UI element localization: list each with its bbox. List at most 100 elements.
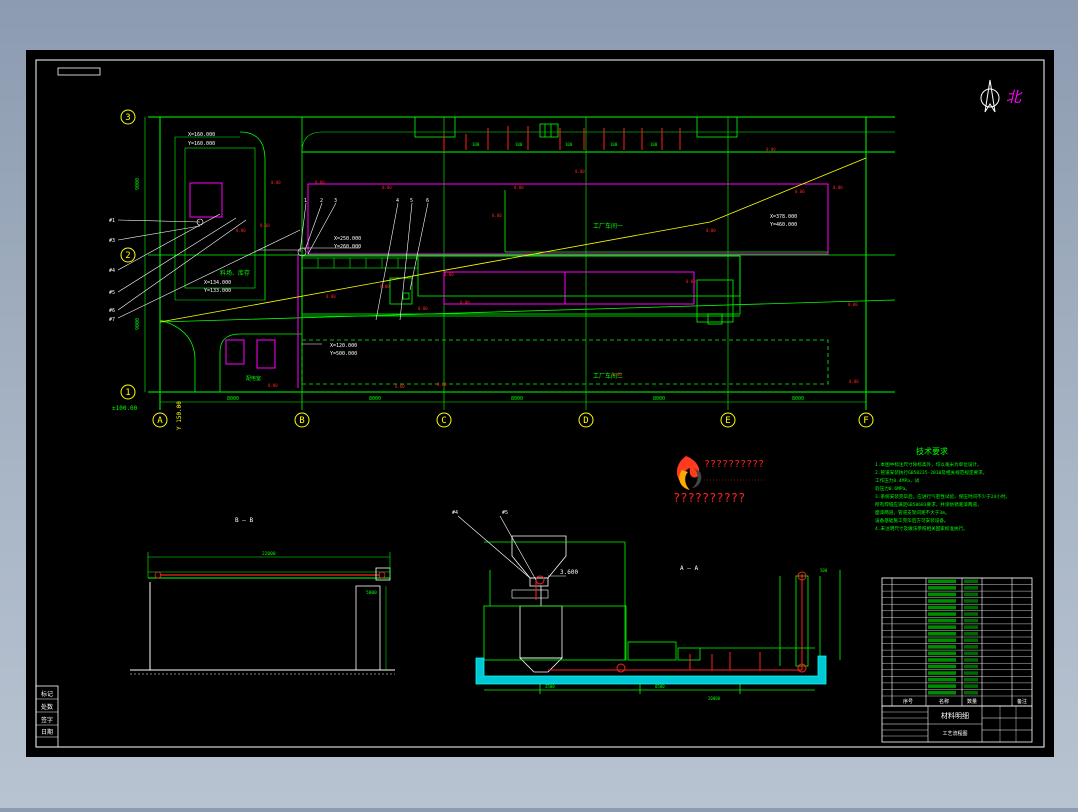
svg-text:9000: 9000	[135, 318, 141, 330]
elevation-side-label: Y 150.00	[176, 401, 183, 430]
bom-row-qty	[964, 605, 978, 610]
svg-text:100: 100	[565, 142, 573, 147]
svg-text:0.00: 0.00	[492, 213, 502, 218]
svg-text:0.00: 0.00	[833, 185, 843, 190]
tech-requirements: 技术要求 1.本图中标注尺寸除标高外，均以毫米为单位设计。 2.管道安装执行GB…	[875, 446, 1010, 532]
bom-row-qty	[964, 645, 978, 649]
svg-text:#5: #5	[502, 510, 508, 516]
bom-row-qty	[964, 638, 978, 643]
svg-text:500: 500	[820, 568, 828, 573]
bom-row-text	[928, 586, 956, 590]
tech-line-6: 所有焊缝应满足GB50683要求，并涂防锈底漆两道，	[875, 501, 982, 508]
svg-text:0.00: 0.00	[460, 300, 470, 305]
svg-text:0.00: 0.00	[575, 169, 585, 174]
section-a-view: A — A	[452, 510, 841, 701]
svg-text:0.00: 0.00	[382, 185, 392, 190]
tech-line-5: 3.系统安装完毕后，应进行气密性试验，保压时间不少于24小时。	[875, 493, 1010, 500]
section-b-view: B — B 22000 5000	[130, 517, 395, 675]
storage-label: 料场、库存	[220, 269, 250, 277]
bom-row-qty	[964, 579, 978, 584]
bom-row-text	[928, 618, 956, 623]
svg-text:20000: 20000	[708, 696, 721, 701]
svg-text:8000: 8000	[369, 396, 381, 402]
tech-line-4: 验压力0.6MPa。	[875, 485, 910, 492]
outer-border	[35, 59, 1045, 748]
callout-mid-2: 2	[320, 198, 323, 204]
tech-title: 技术要求	[916, 446, 948, 456]
coord-low-y: Y=500.000	[330, 351, 357, 357]
bom-row-text	[928, 631, 956, 636]
bom-row-text	[928, 592, 956, 597]
bom-row-text	[928, 579, 956, 584]
svg-text:22000: 22000	[262, 551, 276, 557]
svg-text:100: 100	[515, 142, 523, 147]
svg-text:0.00: 0.00	[766, 147, 776, 152]
callout-3: #3	[109, 238, 115, 244]
strip-label-4: 日期	[41, 728, 53, 736]
strip-label-3: 签字	[41, 716, 53, 724]
svg-text:100: 100	[650, 142, 658, 147]
bom-row-text	[928, 599, 956, 603]
svg-text:0.00: 0.00	[706, 228, 716, 233]
tech-line-7: 面漆两道，管道支架间距不大于3m。	[875, 509, 949, 516]
coord-left-y: Y=133.000	[204, 288, 231, 294]
bom-row-qty	[964, 690, 978, 695]
bom-row-qty	[964, 651, 978, 656]
svg-text:8000: 8000	[653, 396, 665, 402]
callout-mid-4: 4	[396, 198, 399, 204]
svg-text:9000: 9000	[135, 178, 141, 190]
svg-text:0.00: 0.00	[795, 189, 805, 194]
svg-text:0.00: 0.00	[380, 284, 390, 289]
svg-text:0.00: 0.00	[444, 272, 454, 277]
callout-mid-3: 3	[334, 198, 337, 204]
bom-row-text	[928, 671, 956, 675]
coord-left-x: X=134.000	[204, 280, 231, 286]
bom-row-text	[928, 651, 956, 656]
logo-subtitle: ??????????	[673, 491, 745, 505]
svg-text:0.00: 0.00	[268, 383, 278, 388]
site-plan: 8000 8000 8000 8000 8000 9000 9000	[109, 109, 896, 430]
svg-text:#4: #4	[452, 510, 458, 516]
callout-6: #6	[109, 308, 115, 314]
coord-mid-y: Y=260.000	[334, 244, 361, 250]
tech-line-9: 4.未注明尺寸及做法参照相关国家标准执行。	[875, 525, 968, 532]
bom-row-text	[928, 605, 956, 610]
svg-text:100: 100	[610, 142, 618, 147]
section-a-elevation: 3.600	[560, 569, 578, 576]
section-a-label: A — A	[680, 565, 698, 572]
drawing-name: 工艺流程图	[942, 730, 967, 737]
svg-text:0.00: 0.00	[271, 180, 281, 185]
coord-mid-x: X=250.000	[334, 236, 361, 242]
callout-mid-1: 1	[304, 198, 307, 204]
svg-text:100: 100	[472, 142, 480, 147]
svg-text:3500: 3500	[545, 684, 555, 689]
svg-text:0.00: 0.00	[418, 306, 428, 311]
svg-text:8000: 8000	[792, 396, 804, 402]
grid-col-a: A	[157, 416, 163, 426]
bom-table: 序号 名称 数量 备注	[881, 577, 1033, 707]
bom-header-qty: 数量	[967, 698, 977, 705]
svg-text:0.00: 0.00	[514, 185, 524, 190]
drawing-sheet	[26, 50, 1054, 757]
svg-text:8000: 8000	[511, 396, 523, 402]
svg-text:0.00: 0.00	[686, 279, 696, 284]
workshop-two-label: 工厂车间二	[593, 372, 623, 380]
callout-mid-5: 5	[410, 198, 413, 204]
grid-col-b: B	[299, 416, 304, 426]
tech-line-1: 1.本图中标注尺寸除标高外，均以毫米为单位设计。	[875, 461, 982, 468]
bom-row-qty	[964, 586, 978, 590]
grid-col-e: E	[725, 416, 730, 426]
bom-row-qty	[964, 684, 978, 688]
north-arrow-icon: 北	[980, 79, 1023, 113]
callout-4: #4	[109, 268, 115, 274]
svg-text:0.00: 0.00	[612, 372, 622, 377]
grid-col-c: C	[441, 416, 446, 426]
bom-row-text	[928, 638, 956, 643]
bom-header-note: 备注	[1017, 698, 1027, 705]
bom-header-name: 名称	[939, 698, 949, 705]
svg-text:0.00: 0.00	[848, 302, 858, 307]
bom-row-qty	[964, 612, 978, 616]
bom-row-qty	[964, 631, 978, 636]
